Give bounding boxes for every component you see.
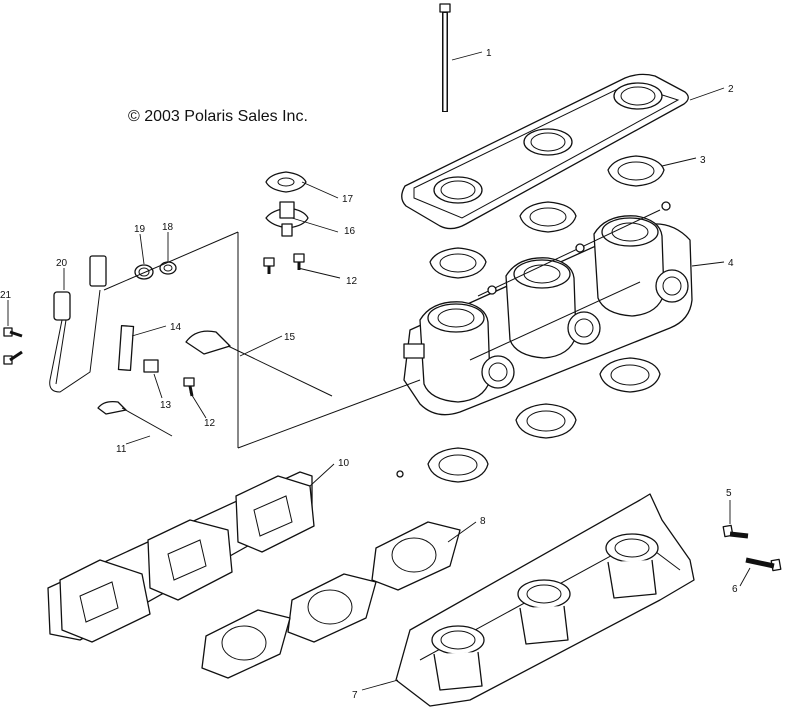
clamp-19: [134, 264, 154, 280]
sensor-20: [49, 255, 107, 393]
copyright-notice: © 2003 Polaris Sales Inc.: [128, 108, 308, 125]
callout-13: 13: [160, 400, 172, 411]
short-bolt-part: [722, 524, 749, 539]
long-bolt-right-part: [745, 557, 782, 572]
long-bolt-part: [439, 3, 451, 112]
leader-lines: [7, 51, 751, 691]
small-washer: [396, 470, 404, 478]
callout-5: 5: [726, 488, 732, 499]
callout-12b: 12: [204, 418, 216, 429]
gasket-upper-2: [519, 201, 577, 233]
callout-20: 20: [56, 258, 68, 269]
callout-16: 16: [344, 226, 356, 237]
callout-7: 7: [352, 690, 358, 701]
gasket-small-17: [265, 171, 307, 193]
callout-4: 4: [728, 258, 734, 269]
callout-10: 10: [338, 458, 350, 469]
reed-valve-block-part: [47, 471, 315, 643]
callout-6: 6: [732, 584, 738, 595]
callout-8: 8: [480, 516, 486, 527]
callout-15: 15: [284, 332, 296, 343]
callout-3: 3: [700, 155, 706, 166]
screw-12b: [293, 253, 305, 270]
clip-18: [159, 261, 177, 275]
callout-19: 19: [134, 224, 146, 235]
callout-12a: 12: [346, 276, 358, 287]
callout-2: 2: [728, 84, 734, 95]
cable-11: [97, 400, 173, 437]
callout-18: 18: [162, 222, 174, 233]
throttle-body-assembly: [403, 201, 693, 416]
reed-spacer-3: [201, 609, 291, 679]
gasket-lower-2: [515, 403, 577, 439]
callout-17: 17: [342, 194, 354, 205]
screw-12a: [263, 257, 275, 274]
callout-1: 1: [486, 48, 492, 59]
reed-spacer-2: [287, 573, 377, 643]
gasket-upper-1: [607, 155, 665, 187]
screw-12c: [183, 377, 195, 397]
reed-spacer-1: [371, 521, 461, 591]
clip-13: [143, 359, 159, 373]
gasket-lower-3: [427, 447, 489, 483]
intake-manifold-part: [395, 493, 695, 707]
bolts-21: [3, 327, 23, 365]
gasket-upper-3: [429, 247, 487, 279]
callout-21: 21: [0, 290, 12, 301]
cover-plate-part: [401, 73, 689, 230]
hose-14: [117, 324, 135, 372]
callout-14: 14: [170, 322, 182, 333]
callout-11: 11: [116, 444, 127, 455]
gasket-lower-1: [599, 357, 661, 393]
fitting-16: [265, 201, 309, 237]
cable-15: [185, 330, 333, 397]
